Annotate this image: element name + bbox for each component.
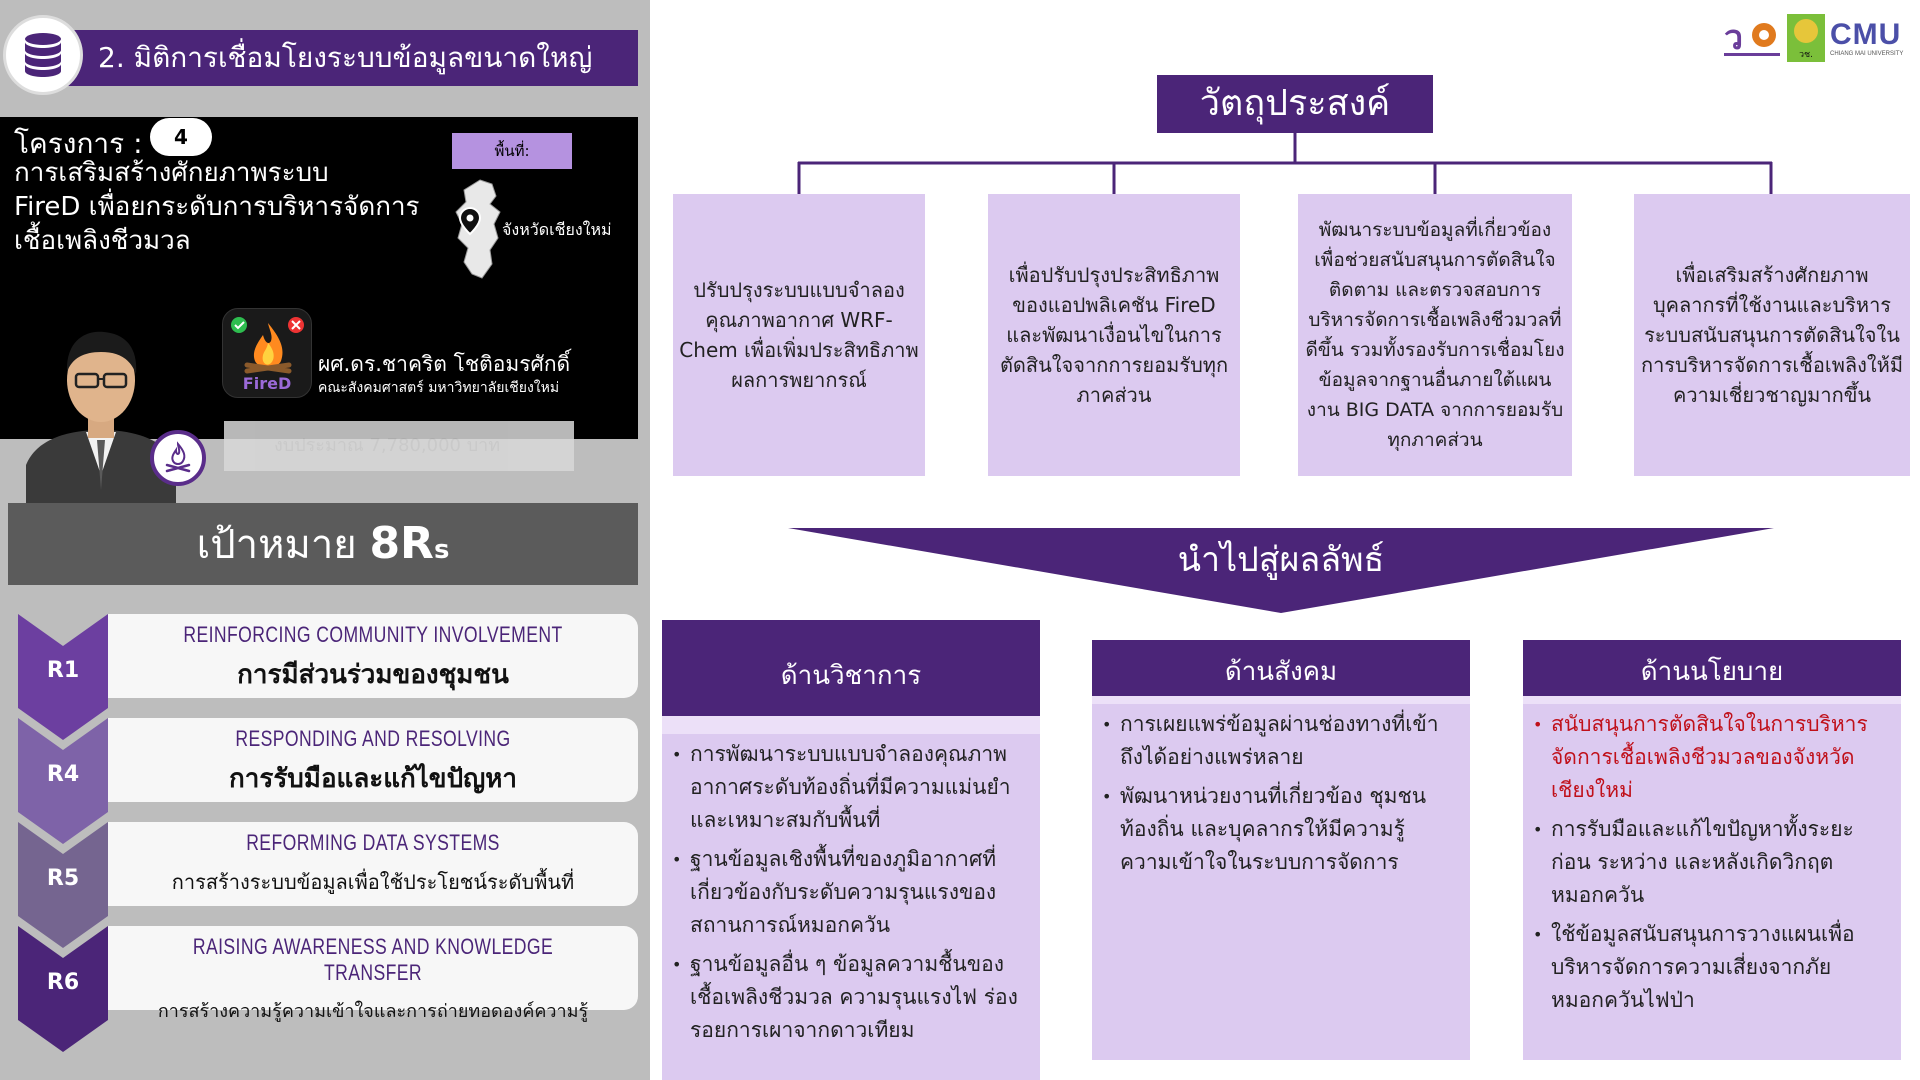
r5-card: REFORMING DATA SYSTEMS การสร้างระบบข้อมู… [108,822,638,906]
r1-code: R1 [46,658,80,683]
objective-box-3: พัฒนาระบบข้อมูลที่เกี่ยวข้องเพื่อช่วยสนั… [1298,194,1572,476]
project-title: การเสริมสร้างศักยภาพระบบ FireD เพื่อยกระ… [14,158,420,256]
agency-logo: ว [1724,18,1780,58]
r4-thai: การรับมือและแก้ไขปัญหา [229,764,517,794]
r-item-r4: R4 RESPONDING AND RESOLVING การรับมือและ… [18,718,638,844]
objective-box-4: เพื่อเสริมสร้างศักยภาพบุคลากรที่ใช้งานแล… [1634,194,1910,476]
policy-item: ใช้ข้อมูลสนับสนุนการวางแผนเพื่อบริหารจัด… [1533,918,1883,1017]
r4-chevron [18,718,108,844]
r-item-r6: R6 RAISING AWARENESS AND KNOWLEDGE TRANS… [18,926,638,1052]
academic-item: การพัฒนาระบบแบบจำลองคุณภาพอากาศระดับท้อง… [672,738,1022,837]
r5-chevron [18,822,108,948]
r6-thai: การสร้างความรู้ความเข้าใจและการถ่ายทอดอง… [157,1001,589,1022]
nrct-logo: วช. [1787,14,1825,62]
academic-item: ฐานข้อมูลเชิงพื้นที่ของภูมิอากาศที่เกี่ย… [672,843,1022,942]
cmu-logo: CMU CHIANG MAI UNIVERSITY [1830,18,1904,58]
r6-code: R6 [46,970,80,995]
researcher-name: ผศ.ดร.ชาคริต โชติอมรศักดิ์ [318,352,571,376]
outcome-column-policy: ด้านนโยบาย สนับสนุนการตัดสินใจในการบริหา… [1523,640,1901,1060]
academic-item: ฐานข้อมูลอื่น ๆ ข้อมูลความชื้นของเชื้อเพ… [672,948,1022,1047]
goal-8r: 8R [369,518,434,569]
logo-group: ว วช. CMU CHIANG MAI UNIVERSITY [1722,10,1912,66]
researcher-photo [26,331,176,505]
section-header: 2. มิติการเชื่อมโยงระบบข้อมูลขนาดใหญ่ [68,30,638,86]
r1-thai: การมีส่วนร่วมของชุมชน [237,660,509,690]
section-title: 2. มิติการเชื่อมโยงระบบข้อมูลขนาดใหญ่ [98,41,593,74]
r6-english: RAISING AWARENESS AND KNOWLEDGE TRANSFER [192,934,554,985]
budget-bar: งบประมาณ 7,780,000 บาท [224,421,574,471]
r6-chevron [18,926,108,1052]
campfire-icon [150,430,206,486]
objective-box-1: ปรับปรุงระบบแบบจำลองคุณภาพอากาศ WRF-Chem… [673,194,925,476]
objective-title: วัตถุประสงค์ [1157,75,1433,133]
researcher-faculty: คณะสังคมศาสตร์ มหาวิทยาลัยเชียงใหม่ [318,380,560,396]
r5-code: R5 [46,866,80,891]
r4-card: RESPONDING AND RESOLVING การรับมือและแก้… [108,718,638,802]
r4-english: RESPONDING AND RESOLVING [235,726,511,751]
app-name-label: FireD [242,374,292,393]
r6-card: RAISING AWARENESS AND KNOWLEDGE TRANSFER… [108,926,638,1022]
database-icon [3,15,83,95]
province-name: จังหวัดเชียงใหม่ [502,220,612,239]
goal-suffix: s [433,535,450,565]
svg-text:ว: ว [1724,18,1743,58]
r5-thai: การสร้างระบบข้อมูลเพื่อใช้ประโยชน์ระดับพ… [171,870,575,894]
r5-english: REFORMING DATA SYSTEMS [246,830,500,855]
goal-banner: เป้าหมาย 8Rs [8,503,638,585]
academic-header: ด้านวิชาการ [662,620,1040,716]
r4-code: R4 [46,762,80,787]
fired-app-icon: FireD [222,308,312,398]
objective-box-2: เพื่อปรับปรุงประสิทธิภาพของแอปพลิเคชัน F… [988,194,1240,476]
policy-item: การรับมือและแก้ไขปัญหาทั้งระยะก่อน ระหว่… [1533,813,1883,912]
r1-chevron [18,614,108,740]
svg-text:วช.: วช. [1799,50,1813,60]
policy-item: สนับสนุนการตัดสินใจในการบริหารจัดการเชื้… [1533,708,1883,807]
outcome-column-social: ด้านสังคม การเผยแพร่ข้อมูลผ่านช่องทางที่… [1092,640,1470,1060]
project-label: โครงการ : [14,127,143,160]
policy-header: ด้านนโยบาย [1523,640,1901,696]
r1-card: REINFORCING COMMUNITY INVOLVEMENT การมีส… [108,614,638,698]
social-item: การเผยแพร่ข้อมูลผ่านช่องทางที่เข้าถึงได้… [1102,708,1452,774]
social-item: พัฒนาหน่วยงานที่เกี่ยวข้อง ชุมชน ท้องถิ่… [1102,780,1452,879]
goal-label: เป้าหมาย [196,522,357,568]
province-map-icon [455,179,501,279]
r-item-r5: R5 REFORMING DATA SYSTEMS การสร้างระบบข้… [18,822,638,948]
r1-english: REINFORCING COMMUNITY INVOLVEMENT [183,622,563,647]
outcome-column-academic: ด้านวิชาการ การพัฒนาระบบแบบจำลองคุณภาพอา… [662,620,1040,1080]
outcome-arrow-label: นำไปสู่ผลลัพธ์ [1177,540,1385,580]
outcome-arrow [788,528,1774,613]
social-header: ด้านสังคม [1092,640,1470,696]
project-number-badge: 4 [150,118,212,156]
area-label: พื้นที่: [452,133,572,169]
r-item-r1: R1 REINFORCING COMMUNITY INVOLVEMENT การ… [18,614,638,740]
